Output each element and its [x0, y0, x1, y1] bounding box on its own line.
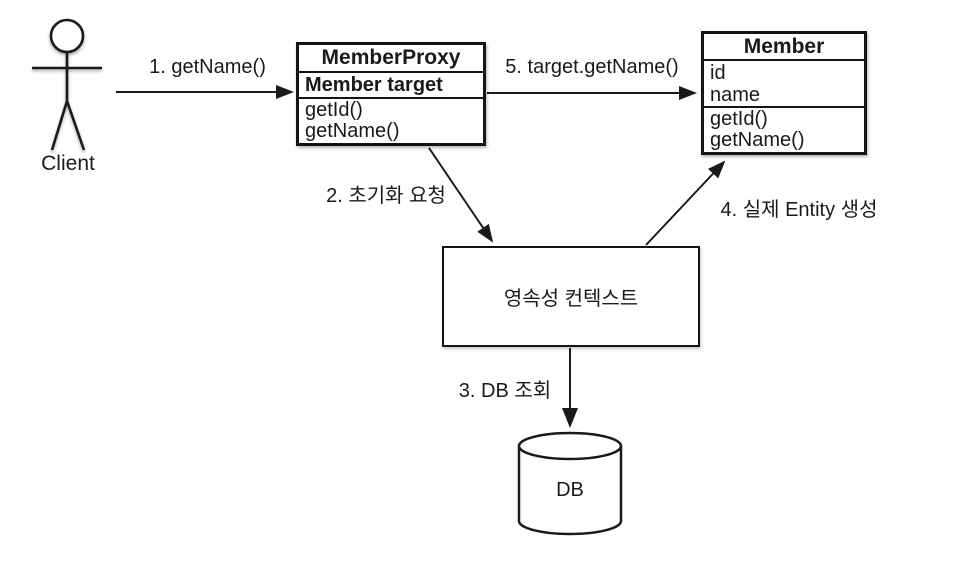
class-box-member: Member id name getId() getName() — [701, 31, 867, 155]
client-actor-icon — [32, 18, 102, 151]
member-method-getname: getName() — [710, 129, 805, 151]
member-proxy-method-getid: getId() — [305, 99, 363, 121]
member-proxy-field-target: Member target — [299, 73, 483, 99]
actor-leg-right — [65, 100, 86, 151]
actor-leg-left — [50, 100, 69, 151]
class-box-member-proxy: MemberProxy Member target getId() getNam… — [296, 42, 486, 146]
actor-head — [49, 18, 85, 54]
database-cylinder-icon — [517, 431, 623, 536]
arrow-label-step1: 1. getName() — [149, 56, 266, 78]
member-proxy-method-getname: getName() — [305, 120, 400, 142]
arrow-step4-context-to-member — [645, 160, 726, 246]
cylinder-body — [517, 446, 623, 536]
member-field-name: name — [710, 84, 761, 106]
arrow-label-step3: 3. DB 조회 — [458, 380, 552, 402]
arrow-step2-proxy-to-context — [428, 147, 494, 243]
member-field-id: id — [710, 62, 726, 84]
arrow-label-step4: 4. 실제 Entity 생성 — [720, 199, 878, 221]
cylinder-top — [517, 431, 623, 461]
arrow-label-step2: 2. 초기화 요청 — [326, 185, 446, 207]
member-title: Member — [704, 34, 864, 61]
member-method-getid: getId() — [710, 108, 768, 130]
client-actor-label: Client — [41, 152, 95, 175]
arrow-label-step5: 5. target.getName() — [505, 56, 679, 78]
persistence-context-label: 영속성 컨텍스트 — [503, 288, 639, 310]
member-proxy-title: MemberProxy — [299, 45, 483, 73]
database-label: DB — [556, 479, 584, 501]
persistence-context-box: 영속성 컨텍스트 — [442, 246, 700, 347]
